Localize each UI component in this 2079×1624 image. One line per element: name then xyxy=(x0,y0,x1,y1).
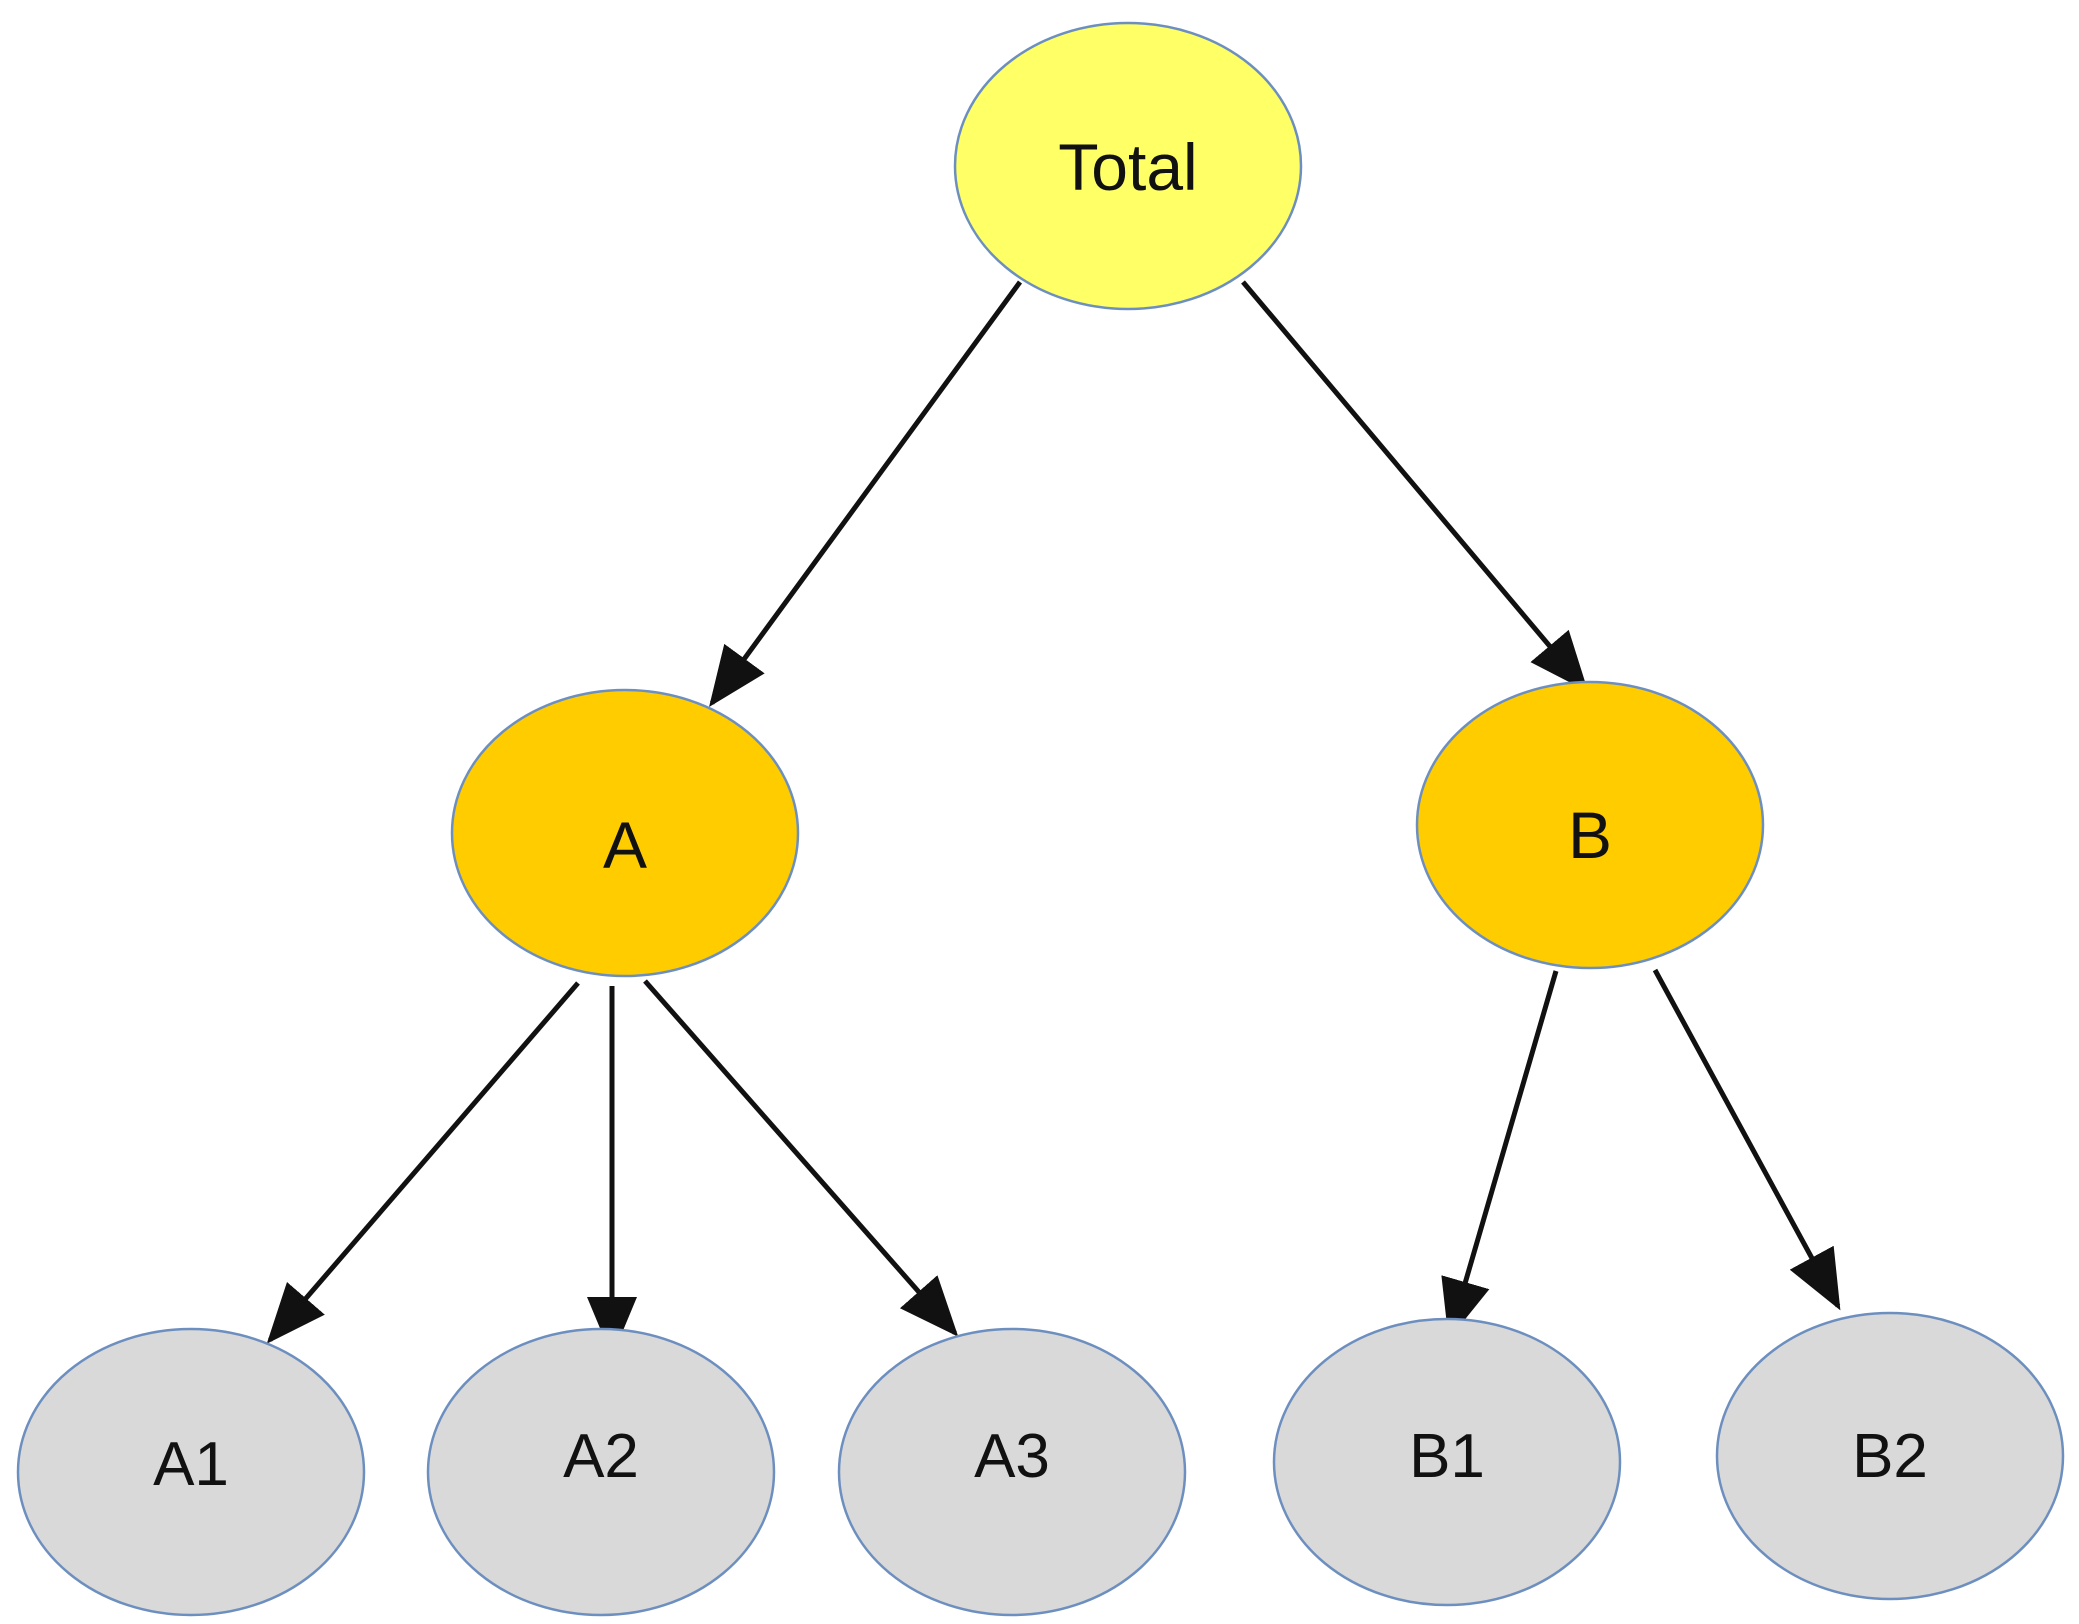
edge-a-to-a3 xyxy=(643,979,959,1337)
node-b1: B1 xyxy=(1272,1317,1622,1607)
node-total: Total xyxy=(953,21,1303,311)
node-b2-ellipse xyxy=(1715,1311,2065,1601)
node-b: B xyxy=(1415,680,1765,970)
edge-total-to-b xyxy=(1241,280,1589,692)
node-b2: B2 xyxy=(1715,1311,2065,1601)
node-b-ellipse xyxy=(1415,680,1765,970)
node-a2-label: A2 xyxy=(563,1422,639,1491)
node-a: A xyxy=(450,688,800,978)
edge-b-to-b2 xyxy=(1652,968,1841,1311)
node-b2-label: B2 xyxy=(1852,1422,1928,1491)
edges xyxy=(266,280,1841,1357)
edge-b-to-b1 xyxy=(1441,970,1559,1340)
node-b1-label: B1 xyxy=(1409,1422,1485,1491)
node-b1-ellipse xyxy=(1272,1317,1622,1607)
node-a1-label: A1 xyxy=(153,1430,229,1499)
node-a2-ellipse xyxy=(426,1327,776,1617)
node-a3-ellipse xyxy=(837,1327,1187,1617)
node-a-label: A xyxy=(603,808,647,882)
edge-a-to-a1 xyxy=(266,981,580,1344)
node-a2: A2 xyxy=(426,1327,776,1617)
node-a3: A3 xyxy=(837,1327,1187,1617)
node-total-ellipse xyxy=(953,21,1303,311)
node-a3-label: A3 xyxy=(974,1422,1050,1491)
node-a1-ellipse xyxy=(16,1327,366,1617)
node-a-ellipse xyxy=(450,688,800,978)
node-total-label: Total xyxy=(1058,130,1197,204)
edge-total-to-a xyxy=(709,280,1023,708)
node-a1: A1 xyxy=(16,1327,366,1617)
node-b-label: B xyxy=(1568,798,1612,872)
